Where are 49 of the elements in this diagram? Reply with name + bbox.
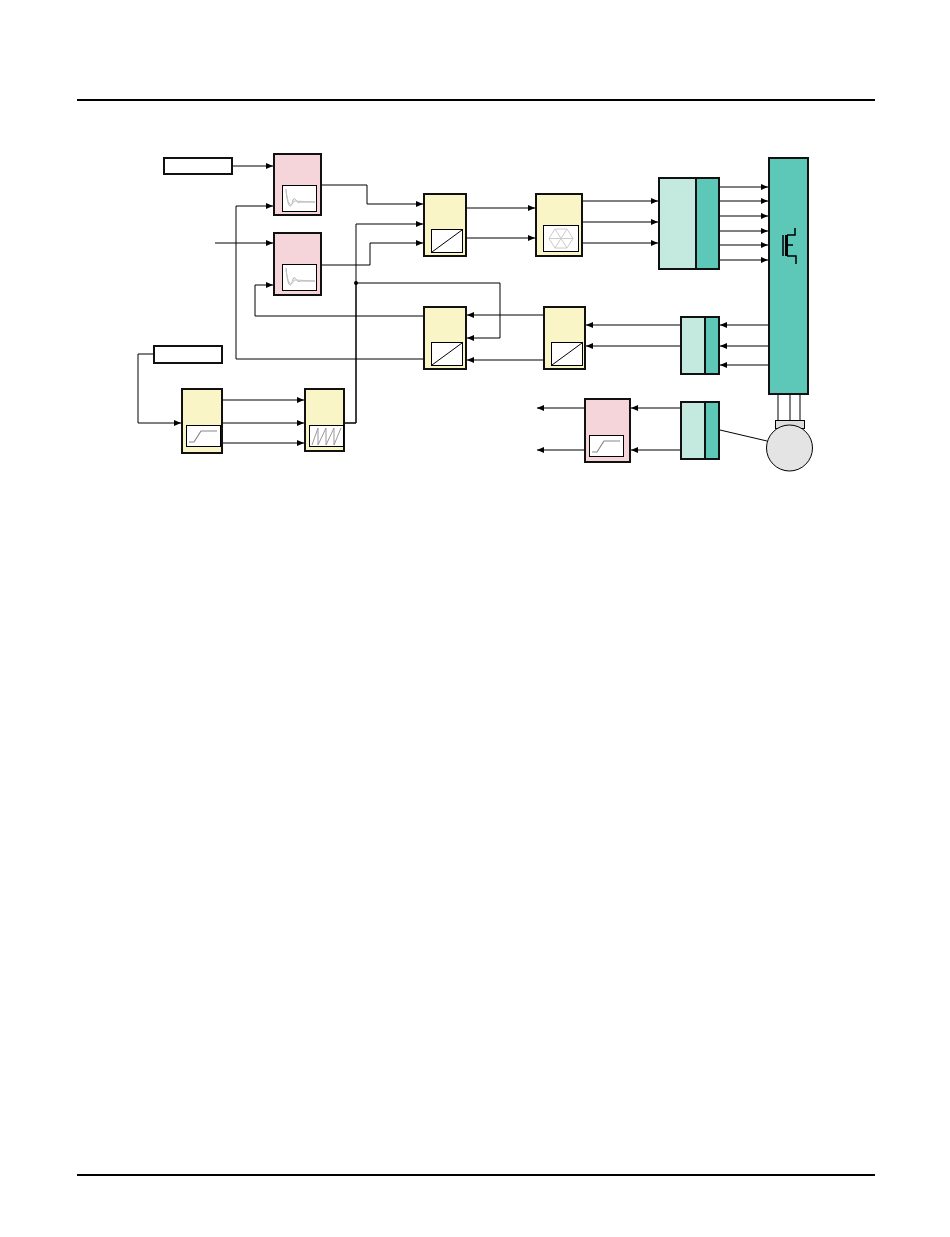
connector-arrow: [719, 228, 769, 234]
connector-arrow: [466, 205, 536, 211]
controller-block: [273, 232, 322, 296]
transform-block: [423, 306, 467, 370]
transform-block: [423, 193, 467, 257]
controller-block: [273, 153, 322, 216]
ramp-generator-block: [304, 388, 345, 452]
connector-arrow: [214, 240, 274, 246]
connector-arrow: [719, 184, 769, 190]
connector-arrow: [222, 397, 305, 403]
connector-arrow: [232, 163, 274, 169]
reference-box: [153, 345, 223, 364]
transform-block: [543, 306, 586, 370]
inverter-block: [768, 157, 809, 395]
connector-arrow: [719, 213, 769, 219]
connector-arrow: [719, 257, 769, 263]
speed-block: [584, 398, 631, 463]
connector-arrow: [719, 198, 769, 204]
modulator-block: [535, 193, 583, 257]
connector-arrow: [466, 357, 544, 363]
ramp-block: [181, 388, 223, 454]
connector-arrow: [235, 203, 424, 360]
reference-box: [163, 157, 233, 175]
connector-arrow: [536, 447, 585, 453]
connector-arrow: [630, 405, 681, 411]
connector-arrow: [719, 343, 769, 349]
connector-arrow: [536, 405, 585, 411]
module-block: [658, 177, 720, 270]
connector-arrow: [719, 322, 769, 328]
connector-arrow: [582, 219, 659, 225]
connector-arrow: [466, 235, 536, 241]
connector-arrow: [222, 440, 305, 446]
connector-arrow: [344, 282, 501, 424]
module-block: [680, 401, 720, 460]
connector-arrow: [254, 282, 424, 317]
connector-arrow: [582, 198, 659, 204]
connector-arrow: [321, 240, 424, 266]
connector-arrow: [466, 312, 544, 318]
connector-arrow: [582, 240, 659, 246]
connector-arrow: [585, 322, 681, 328]
connector-arrow: [137, 353, 182, 426]
module-block: [680, 316, 720, 375]
connector-arrow: [719, 242, 769, 248]
connector-arrow: [630, 447, 681, 453]
connector-arrow: [321, 184, 424, 207]
motor-symbol: [766, 420, 813, 472]
connector-arrow: [222, 420, 305, 426]
connector-arrow: [585, 343, 681, 349]
connector-arrow: [719, 362, 769, 368]
